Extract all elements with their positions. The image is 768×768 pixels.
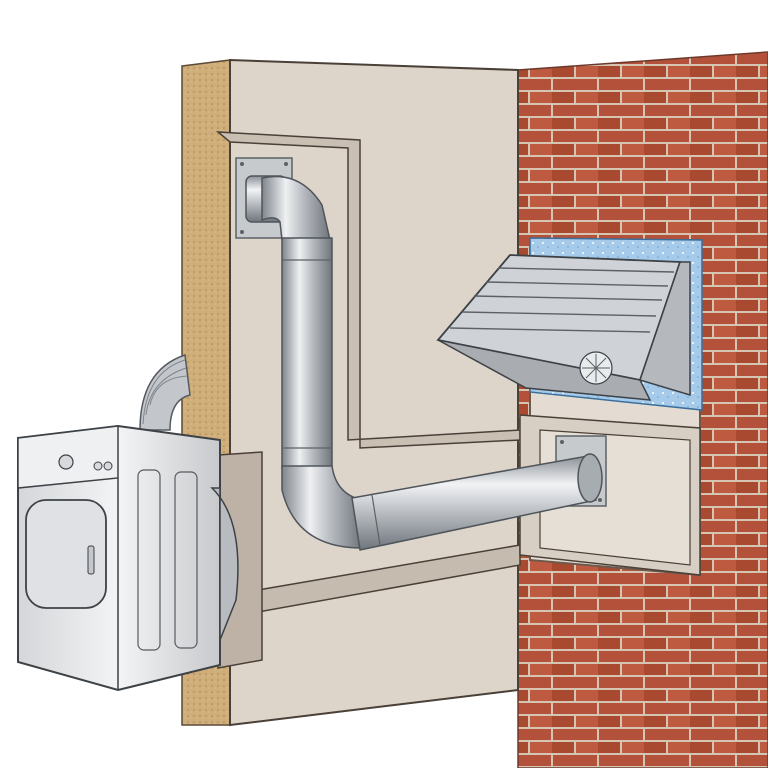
dryer-door [25,499,107,609]
flexible-transition-duct [139,353,191,431]
rigid-metal-vent-duct [245,175,603,551]
dryer-dial-icon [58,454,74,470]
exterior-brick-wall [517,51,768,768]
clothes-dryer [17,424,239,692]
exterior-vent-hood [436,254,691,401]
vent-fan-grille-icon [579,351,613,385]
